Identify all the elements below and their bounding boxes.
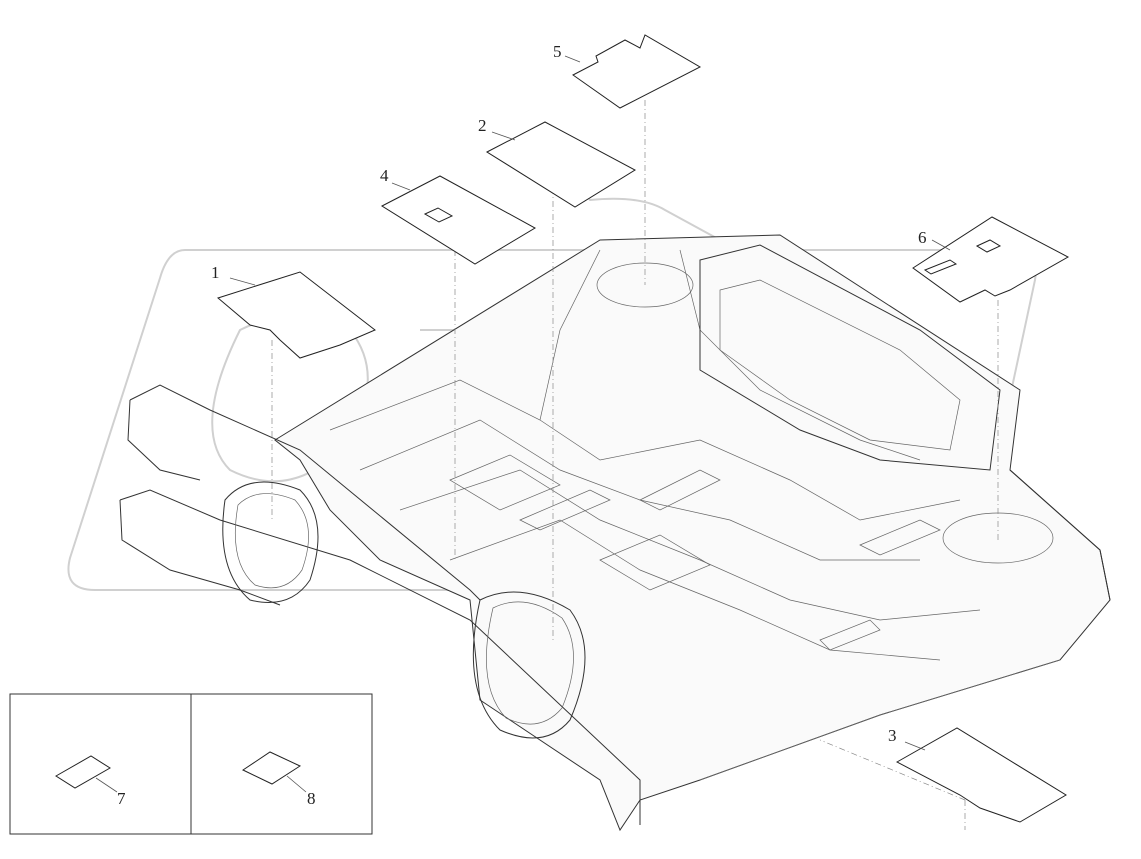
- inset-box-8: 8: [190, 693, 373, 835]
- part-2-insulation-pad: 2: [478, 116, 637, 208]
- callout-label-2: 2: [478, 116, 487, 135]
- inset-box-7: 7: [9, 693, 192, 835]
- callout-label-7: 7: [117, 789, 126, 808]
- floor-pan-body: [119, 234, 1111, 832]
- callout-label-4: 4: [380, 166, 389, 185]
- part-3-insulation-pad: 3: [888, 726, 1067, 823]
- callout-label-6: 6: [918, 228, 927, 247]
- part-6-insulation-pad: 6: [912, 216, 1070, 303]
- part-5-insulation-pad: 5: [553, 34, 702, 109]
- callout-label-1: 1: [211, 263, 220, 282]
- callout-label-8: 8: [307, 789, 316, 808]
- part-4-insulation-pad: 4: [380, 166, 537, 265]
- callout-label-3: 3: [888, 726, 897, 745]
- part-1-insulation-pad: 1: [211, 263, 376, 359]
- assembly-lines: [271, 100, 999, 830]
- callout-label-5: 5: [553, 42, 562, 61]
